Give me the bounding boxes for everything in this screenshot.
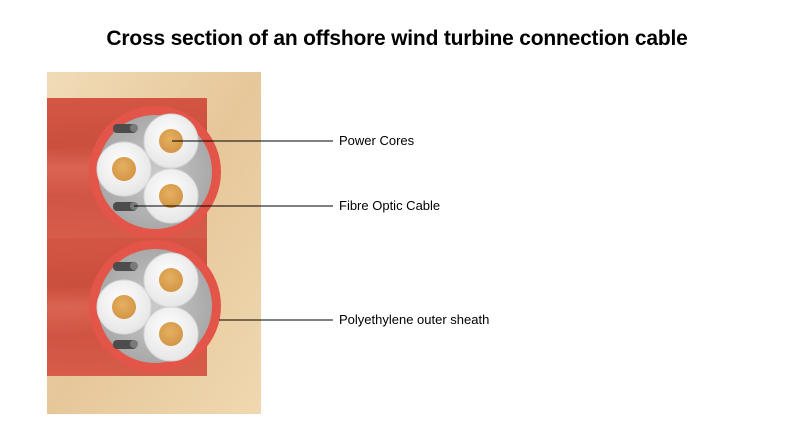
label-power-cores: Power Cores (339, 133, 415, 148)
upper-cable-cross-section (89, 106, 221, 238)
fibre-optic-cable (113, 262, 138, 349)
diagram-title: Cross section of an offshore wind turbin… (106, 27, 688, 50)
power-core (96, 279, 152, 335)
power-core (143, 168, 199, 224)
label-fibre-optic-cable: Fibre Optic Cable (339, 198, 441, 213)
power-core (143, 252, 199, 308)
lower-cable-cross-section (89, 240, 221, 372)
power-core (143, 306, 199, 362)
power-core (96, 141, 152, 197)
fibre-optic-cable (113, 124, 138, 211)
label-outer-sheath: Polyethylene outer sheath (339, 312, 490, 327)
